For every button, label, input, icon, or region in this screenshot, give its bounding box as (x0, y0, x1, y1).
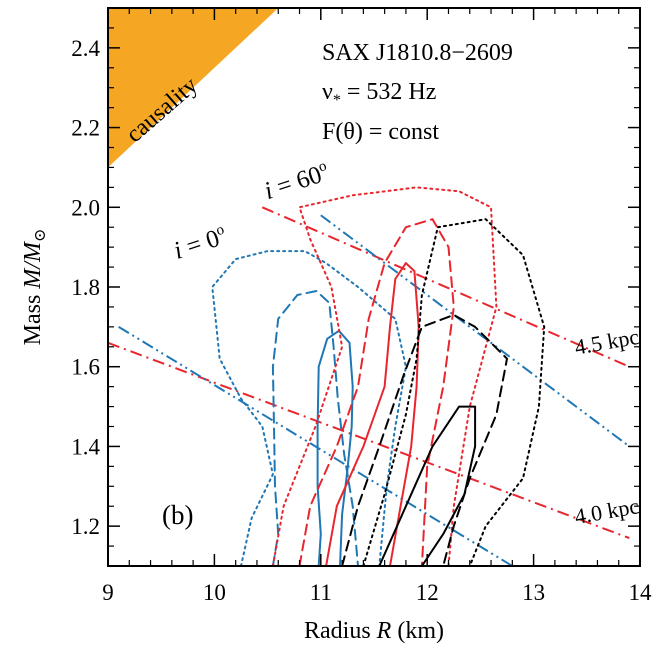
x-axis-title-suffix: (km) (391, 618, 444, 644)
distance-line-1 (320, 214, 630, 448)
contour-blue-dotted (211, 250, 407, 566)
causality-region (108, 8, 279, 168)
y-tick-label: 2.4 (71, 36, 100, 61)
distance-label: 4.5 kpc (573, 324, 641, 360)
contour-black-solid (378, 405, 477, 566)
source-name: SAX J1810.8−2609 (322, 40, 513, 66)
x-tick-label: 13 (522, 580, 545, 605)
distance-label: 4.0 kpc (573, 493, 641, 529)
x-tick-label: 10 (203, 580, 226, 605)
y-axis-title-prefix: Mass (20, 289, 46, 346)
x-tick-label: 11 (310, 580, 332, 605)
lines-layer (108, 186, 630, 566)
inclination-label: i = 0o (170, 222, 230, 265)
y-tick-label: 2.0 (71, 195, 100, 220)
x-tick-label: 12 (416, 580, 439, 605)
y-tick-label: 1.8 (71, 275, 100, 300)
contour-red-solid (325, 262, 420, 566)
distance-line-3 (118, 326, 513, 566)
y-tick-label: 1.4 (71, 434, 100, 459)
contour-black-dashed (341, 313, 508, 566)
x-axis-title: Radius R (km) (304, 618, 444, 644)
frequency-subscript: * (333, 92, 341, 109)
y-axis-title-sub: ⊙ (32, 229, 49, 242)
y-tick-label: 1.2 (71, 514, 100, 539)
inclination-value: = 60 (268, 161, 325, 203)
x-axis-title-prefix: Radius (304, 618, 377, 644)
frequency-annotation: ν* = 532 Hz (322, 79, 436, 109)
contour-red-dashed (298, 218, 455, 566)
y-axis-title-var: M/M (20, 240, 46, 290)
contour-black-dotted (362, 218, 546, 566)
inclination-label: i = 60o (261, 158, 332, 205)
contour-blue-dashed (271, 290, 359, 566)
x-tick-label: 9 (102, 580, 114, 605)
x-tick-label: 14 (629, 580, 653, 605)
x-axis-title-var: R (376, 618, 392, 644)
ticks-layer: 9 10 11 12 13 14 1.2 1.4 1.6 1.8 2.0 2.2 2.4 (71, 7, 653, 605)
distance-line-2 (108, 341, 630, 540)
beaming-annotation: F(θ) = const (322, 119, 439, 145)
frequency-symbol: ν (322, 79, 333, 105)
y-tick-label: 2.2 (71, 116, 100, 141)
y-tick-label: 1.6 (71, 355, 100, 380)
frequency-value: = 532 Hz (341, 79, 437, 105)
contour-red-dotted (271, 186, 498, 566)
panel-label: (b) (162, 500, 193, 530)
distance-line-0 (261, 206, 630, 368)
y-axis-title: Mass M/M⊙ (20, 229, 49, 346)
